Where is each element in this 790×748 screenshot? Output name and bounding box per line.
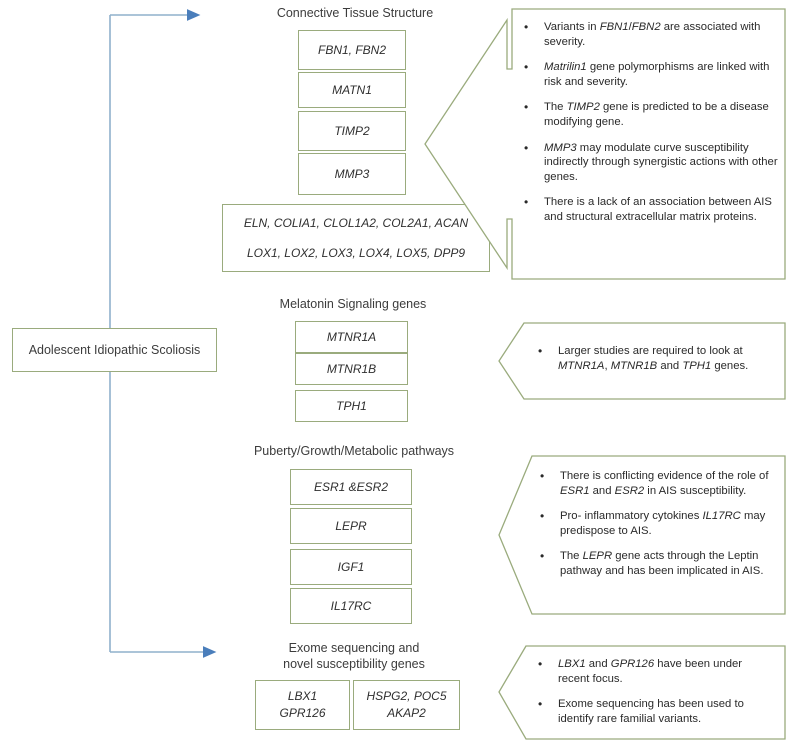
gene-box-lbx1-gpr126[interactable]: LBX1 GPR126 [255,680,350,730]
gene-box-label-line-1: LBX1 [287,689,318,703]
gene-box-label: MTNR1B [326,361,377,376]
section-heading-melatonin-signaling: Melatonin Signaling genes [279,297,427,311]
callout-bullet: Pro- inflammatory cytokines IL17RC may p… [532,509,776,538]
gene-box-label: MMP3 [334,166,370,181]
section-heading-exome-sequencing: Exome sequencing and novel susceptibilit… [248,640,460,672]
gene-box-matn1[interactable]: MATN1 [298,72,406,108]
gene-box-label-line-2: AKAP2 [387,706,426,720]
gene-box-label: TPH1 [336,398,367,413]
gene-box-mmp3[interactable]: MMP3 [298,153,406,195]
callout-bullet: The TIMP2 gene is predicted to be a dise… [516,100,778,129]
gene-box-il17rc[interactable]: IL17RC [290,588,412,624]
gene-box-label: IL17RC [330,598,372,613]
gene-box-label-line-2: GPR126 [279,706,326,720]
callout-bullet: LBX1 and GPR126 have been under recent f… [530,657,774,686]
gene-box-tph1[interactable]: TPH1 [295,390,408,422]
callout-bullet: Exome sequencing has been used to identi… [530,697,774,726]
gene-box-mtnr1b[interactable]: MTNR1B [295,353,408,385]
callout-bullet: Matrilin1 gene polymorphisms are linked … [516,60,778,89]
gene-box-label: MTNR1A [326,329,377,344]
section-heading-connective-tissue: Connective Tissue Structure [276,6,434,20]
gene-box-label: LEPR [335,518,367,533]
gene-box-timp2[interactable]: TIMP2 [298,111,406,151]
callout-bullet: MMP3 may modulate curve susceptibility i… [516,141,778,185]
gene-box-label: IGF1 [337,559,365,574]
gene-box-label: FBN1, FBN2 [317,42,386,57]
section-heading-line-2: novel susceptibility genes [283,657,425,671]
root-node-label: Adolescent Idiopathic Scoliosis [28,343,201,357]
gene-box-hspg2-poc5-akap2[interactable]: HSPG2, POC5 AKAP2 [353,680,460,730]
gene-box-mtnr1a[interactable]: MTNR1A [295,321,408,353]
callout-exome-sequencing[interactable]: LBX1 and GPR126 have been under recent f… [498,645,786,740]
gene-box-label-line-1: ELN, COLIA1, CLOL1A2, COL2A1, ACAN [243,215,469,230]
callout-bullet-list: Larger studies are required to look at M… [530,344,774,373]
gene-box-igf1[interactable]: IGF1 [290,549,412,585]
callout-connective-tissue[interactable]: Variants in FBN1/FBN2 are associated wit… [424,8,786,280]
callout-bullet-list: LBX1 and GPR126 have been under recent f… [530,657,774,726]
gene-box-label: ESR1 &ESR2 [313,479,389,494]
gene-box-label-line-1: HSPG2, POC5 [366,689,447,703]
callout-bullet: There is conflicting evidence of the rol… [532,469,776,498]
gene-box-esr1-esr2[interactable]: ESR1 &ESR2 [290,469,412,505]
gene-box-label: MATN1 [332,82,372,97]
callout-bullet: There is a lack of an association betwee… [516,195,778,224]
callout-bullet: Larger studies are required to look at M… [530,344,774,373]
callout-bullet-list: There is conflicting evidence of the rol… [532,469,776,579]
gene-box-label-line-2: LOX1, LOX2, LOX3, LOX4, LOX5, DPP9 [246,245,466,260]
callout-puberty-growth-metabolic[interactable]: There is conflicting evidence of the rol… [498,455,786,615]
gene-box-fbn1-fbn2[interactable]: FBN1, FBN2 [298,30,406,70]
gene-box-extracellular-matrix-genes[interactable]: ELN, COLIA1, CLOL1A2, COL2A1, ACAN LOX1,… [222,204,490,272]
gene-box-lepr[interactable]: LEPR [290,508,412,544]
root-node-adolescent-idiopathic-scoliosis[interactable]: Adolescent Idiopathic Scoliosis [12,328,217,372]
callout-melatonin-signaling[interactable]: Larger studies are required to look at M… [498,322,786,400]
callout-bullet-list: Variants in FBN1/FBN2 are associated wit… [516,20,778,225]
section-heading-puberty-growth-metabolic: Puberty/Growth/Metabolic pathways [253,444,455,458]
callout-bullet: Variants in FBN1/FBN2 are associated wit… [516,20,778,49]
callout-bullet: The LEPR gene acts through the Leptin pa… [532,549,776,578]
gene-box-label: TIMP2 [334,123,370,138]
section-heading-line-1: Exome sequencing and [288,641,420,655]
